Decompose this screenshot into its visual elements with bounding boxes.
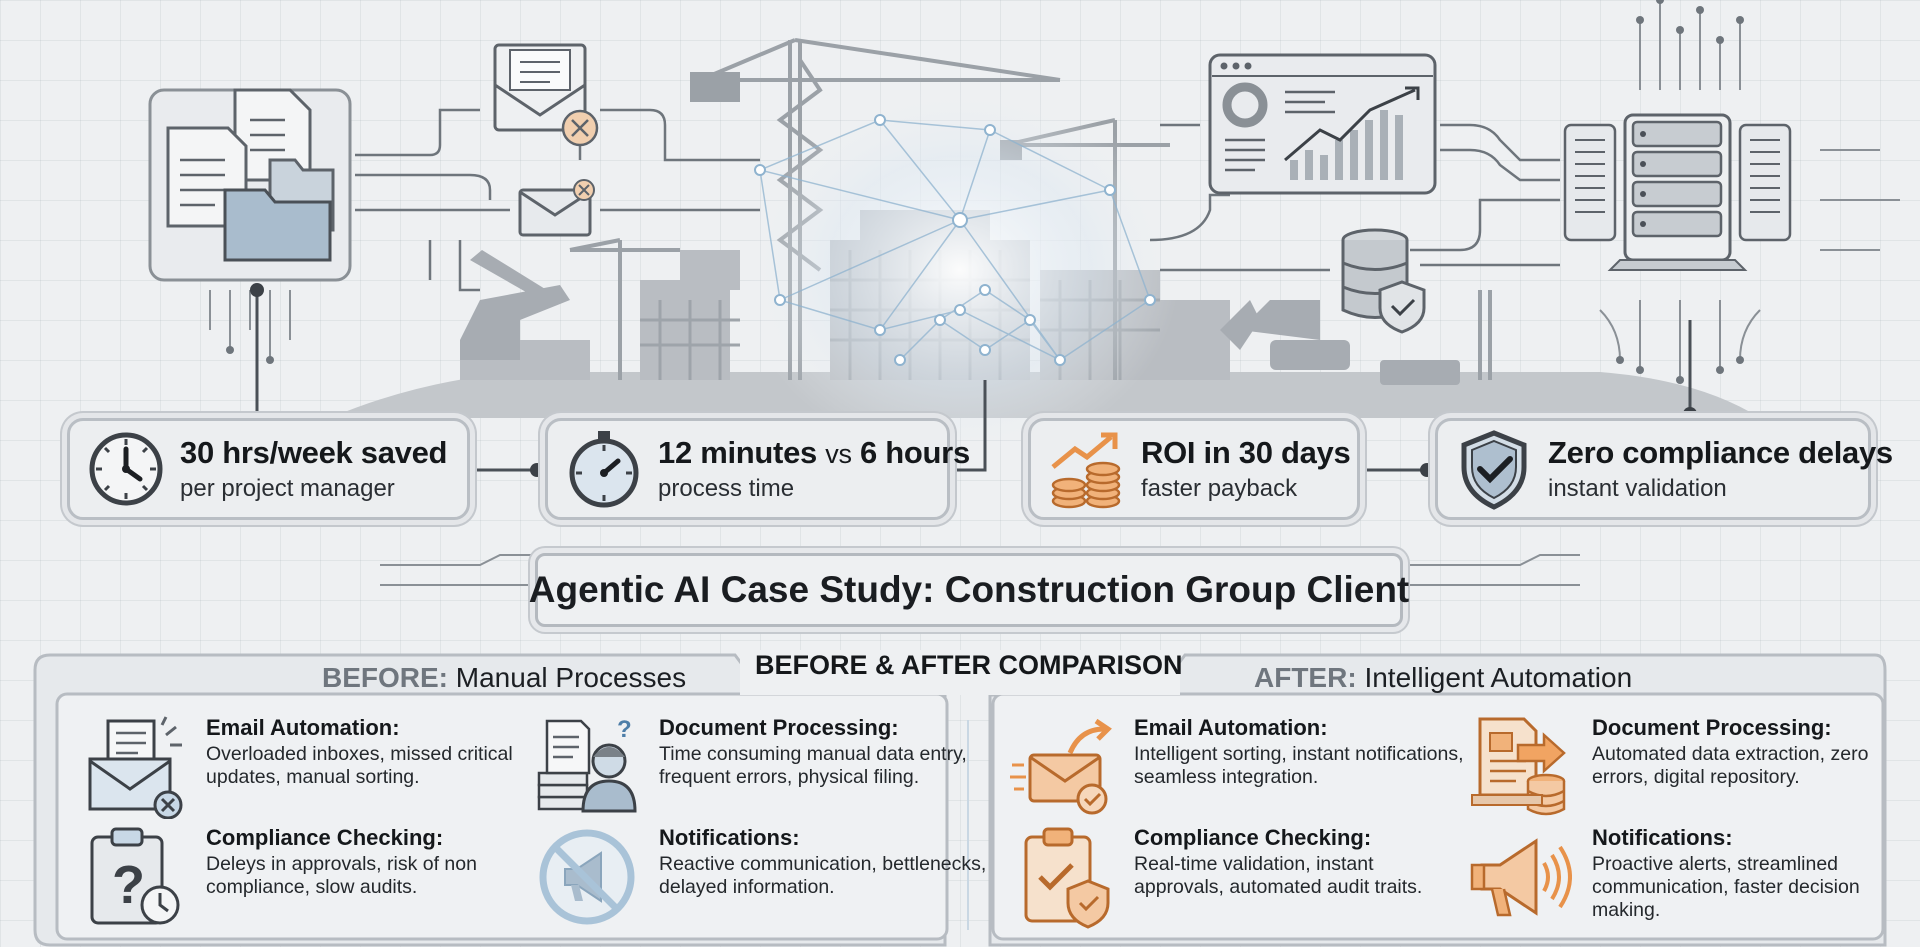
metric-card-compliance: Zero compliance delays instant validatio… [1435,418,1893,520]
after-compliance-desc: Real-time validation, instant approvals,… [1134,853,1423,898]
coins-growth-icon [1051,432,1121,509]
before-email-desc: Overloaded inboxes, missed critical upda… [206,743,513,788]
after-email-title: Email Automation: [1134,715,1328,740]
circuit-traces [209,0,1900,586]
after-notifications-desc: Proactive alerts, streamlined communicat… [1592,853,1860,921]
overloaded-email-icon [88,716,183,819]
server-rack-icon [1563,113,1792,271]
before-compliance-desc: Deleys in approvals, risk of non complia… [206,853,477,898]
clipboard-shield-icon [1024,827,1110,929]
connector-dots [250,283,1697,477]
before-label: Manual Processes [455,662,687,693]
metric-compliance-value: Zero compliance delays [1548,435,1893,470]
excavators-and-trucks [460,250,1460,385]
before-prefix: BEFORE: [322,662,448,693]
comparison-panel-frames [33,650,1887,947]
after-compliance-title: Compliance Checking: [1134,825,1372,850]
after-email-desc: Intelligent sorting, instant notificatio… [1134,743,1464,788]
megaphone-alert-icon [1470,838,1572,917]
svg-text:?: ? [617,716,632,743]
before-email-title: Email Automation: [206,715,400,740]
page-title: Agentic AI Case Study: Construction Grou… [529,553,1409,627]
document-database-icon [1471,717,1566,816]
small-envelope-icon [518,179,595,237]
stopwatch-icon [569,431,639,508]
shield-check-icon [1461,430,1527,510]
metric-time-value: 12 minutes vs 6 hours [658,435,970,471]
before-tab-label: BEFORE: Manual Processes [322,662,686,694]
before-notifications-desc: Reactive communication, bettlenecks, del… [659,853,987,898]
comparison-heading: BEFORE & AFTER COMPARISON [755,650,1183,680]
metric-time-after: 12 minutes [658,435,817,470]
before-document-desc: Time consuming manual data entry, freque… [659,743,967,788]
metric-time-before: 6 hours [860,435,970,470]
document-folder-cluster-icon [148,88,352,282]
metric-time-vs: vs [825,439,852,469]
envelope-x-icon [493,43,599,147]
ai-network-nodes [754,114,1156,366]
flow-arrows-right [1149,123,1560,272]
after-document-desc: Automated data extraction, zero errors, … [1592,743,1869,788]
metric-time-label: process time [658,475,795,502]
flow-arrows-left [355,108,760,292]
after-notifications-title: Notifications: [1592,825,1733,850]
ai-network-lines [759,119,1151,361]
before-notifications-title: Notifications: [659,825,800,850]
metric-roi-value: ROI in 30 days [1141,435,1351,470]
metric-roi-label: faster payback [1141,475,1298,502]
clipboard-question-icon: ? [90,827,180,925]
before-document-title: Document Processing: [659,715,899,740]
after-tab-label: AFTER: Intelligent Automation [1254,662,1632,694]
trace-dots [226,0,1744,384]
metric-hours-label: per project manager [180,475,395,502]
metric-card-hours-saved: 30 hrs/week saved per project manager [67,418,470,520]
after-document-title: Document Processing: [1592,715,1832,740]
muted-megaphone-icon [539,829,635,925]
before-compliance-title: Compliance Checking: [206,825,444,850]
svg-text:?: ? [112,855,145,915]
metric-card-roi: ROI in 30 days faster payback [1028,418,1360,520]
metric-hours-value: 30 hrs/week saved [180,435,448,470]
database-shield-icon [1341,228,1426,334]
confused-worker-documents-icon: ? [537,716,637,813]
after-label: Intelligent Automation [1364,662,1633,693]
after-prefix: AFTER: [1254,662,1357,693]
metric-card-process-time: 12 minutes vs 6 hours process time [545,418,970,520]
clock-icon [89,432,163,506]
analytics-dashboard-icon [1208,53,1437,195]
email-forward-check-icon [1010,718,1112,815]
metric-compliance-label: instant validation [1548,475,1727,502]
